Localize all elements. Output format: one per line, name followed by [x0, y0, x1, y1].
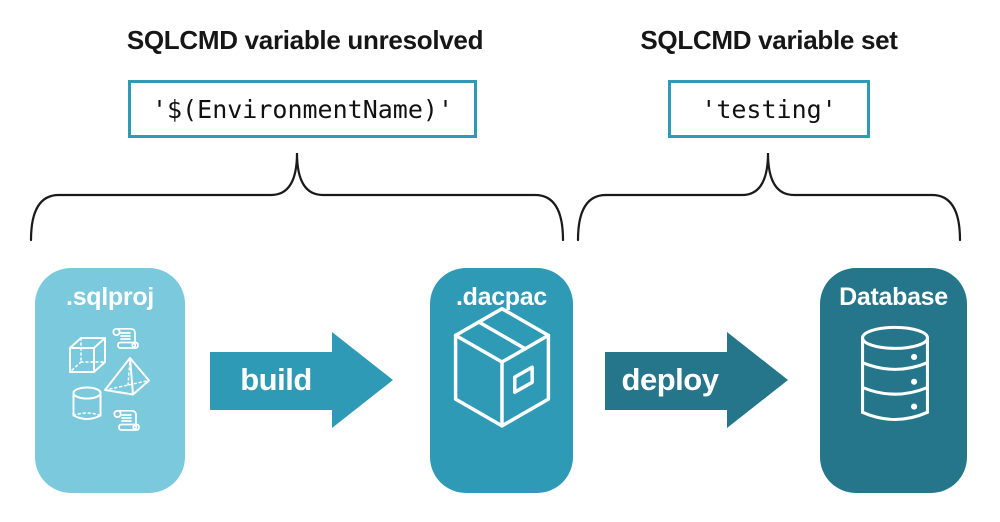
database-node: Database [820, 268, 967, 493]
scroll-icon [113, 409, 140, 431]
scroll-icon [112, 327, 139, 349]
deploy-arrow [605, 332, 788, 428]
deploy-arrow-label: deploy [621, 362, 719, 397]
sqlproj-node-title: .sqlproj [66, 283, 154, 311]
pyramid-icon [104, 357, 150, 396]
left-brace [29, 152, 565, 242]
cylinder-icon [72, 386, 102, 420]
code-box-testing-value: 'testing' [668, 80, 870, 138]
database-node-title: Database [839, 283, 948, 311]
heading-unresolved: SQLCMD variable unresolved [126, 25, 484, 55]
right-brace [576, 152, 962, 242]
build-arrow-label: build [240, 362, 312, 397]
dacpac-node-title: .dacpac [455, 283, 547, 311]
dacpac-node: .dacpac [430, 268, 573, 493]
sqlproj-node: .sqlproj [35, 268, 185, 493]
cube-icon [69, 337, 106, 373]
database-cylinder-icon [861, 325, 929, 421]
code-box-environment-variable: '$(EnvironmentName)' [128, 80, 477, 138]
build-arrow [210, 332, 393, 428]
heading-set: SQLCMD variable set [640, 25, 898, 55]
package-icon [453, 306, 551, 428]
